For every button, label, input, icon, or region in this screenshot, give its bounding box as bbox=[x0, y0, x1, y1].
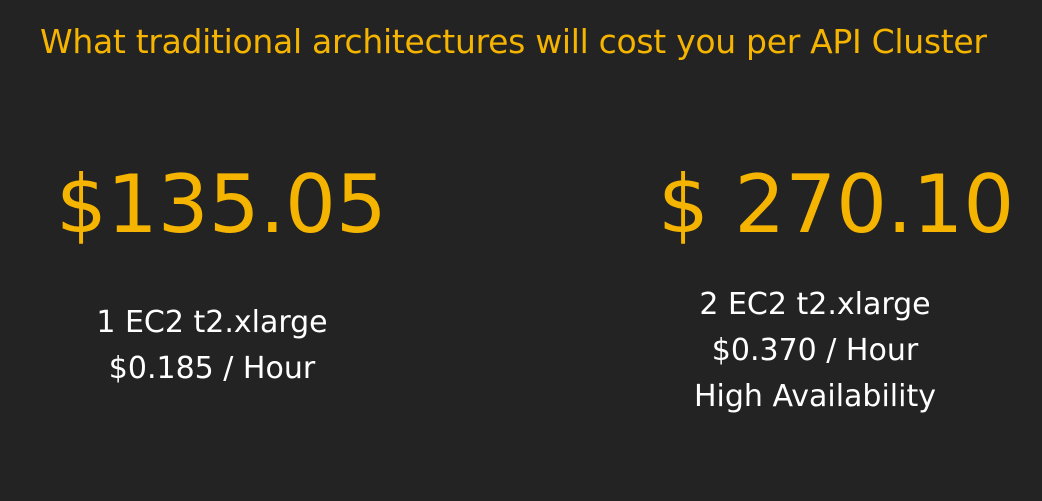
price-high-availability: $ 270.10 bbox=[658, 158, 1015, 251]
availability-line: High Availability bbox=[693, 379, 936, 414]
hourly-rate-line: $0.185 / Hour bbox=[108, 351, 316, 386]
price-single-instance: $135.05 bbox=[56, 158, 387, 251]
details-single-instance: 1 EC2 t2.xlarge $0.185 / Hour bbox=[40, 300, 384, 392]
instance-count-line: 2 EC2 t2.xlarge bbox=[699, 287, 931, 322]
details-high-availability: 2 EC2 t2.xlarge $0.370 / Hour High Avail… bbox=[642, 282, 988, 420]
hourly-rate-line: $0.370 / Hour bbox=[711, 333, 919, 368]
instance-count-line: 1 EC2 t2.xlarge bbox=[96, 305, 328, 340]
slide-title: What traditional architectures will cost… bbox=[40, 22, 987, 61]
